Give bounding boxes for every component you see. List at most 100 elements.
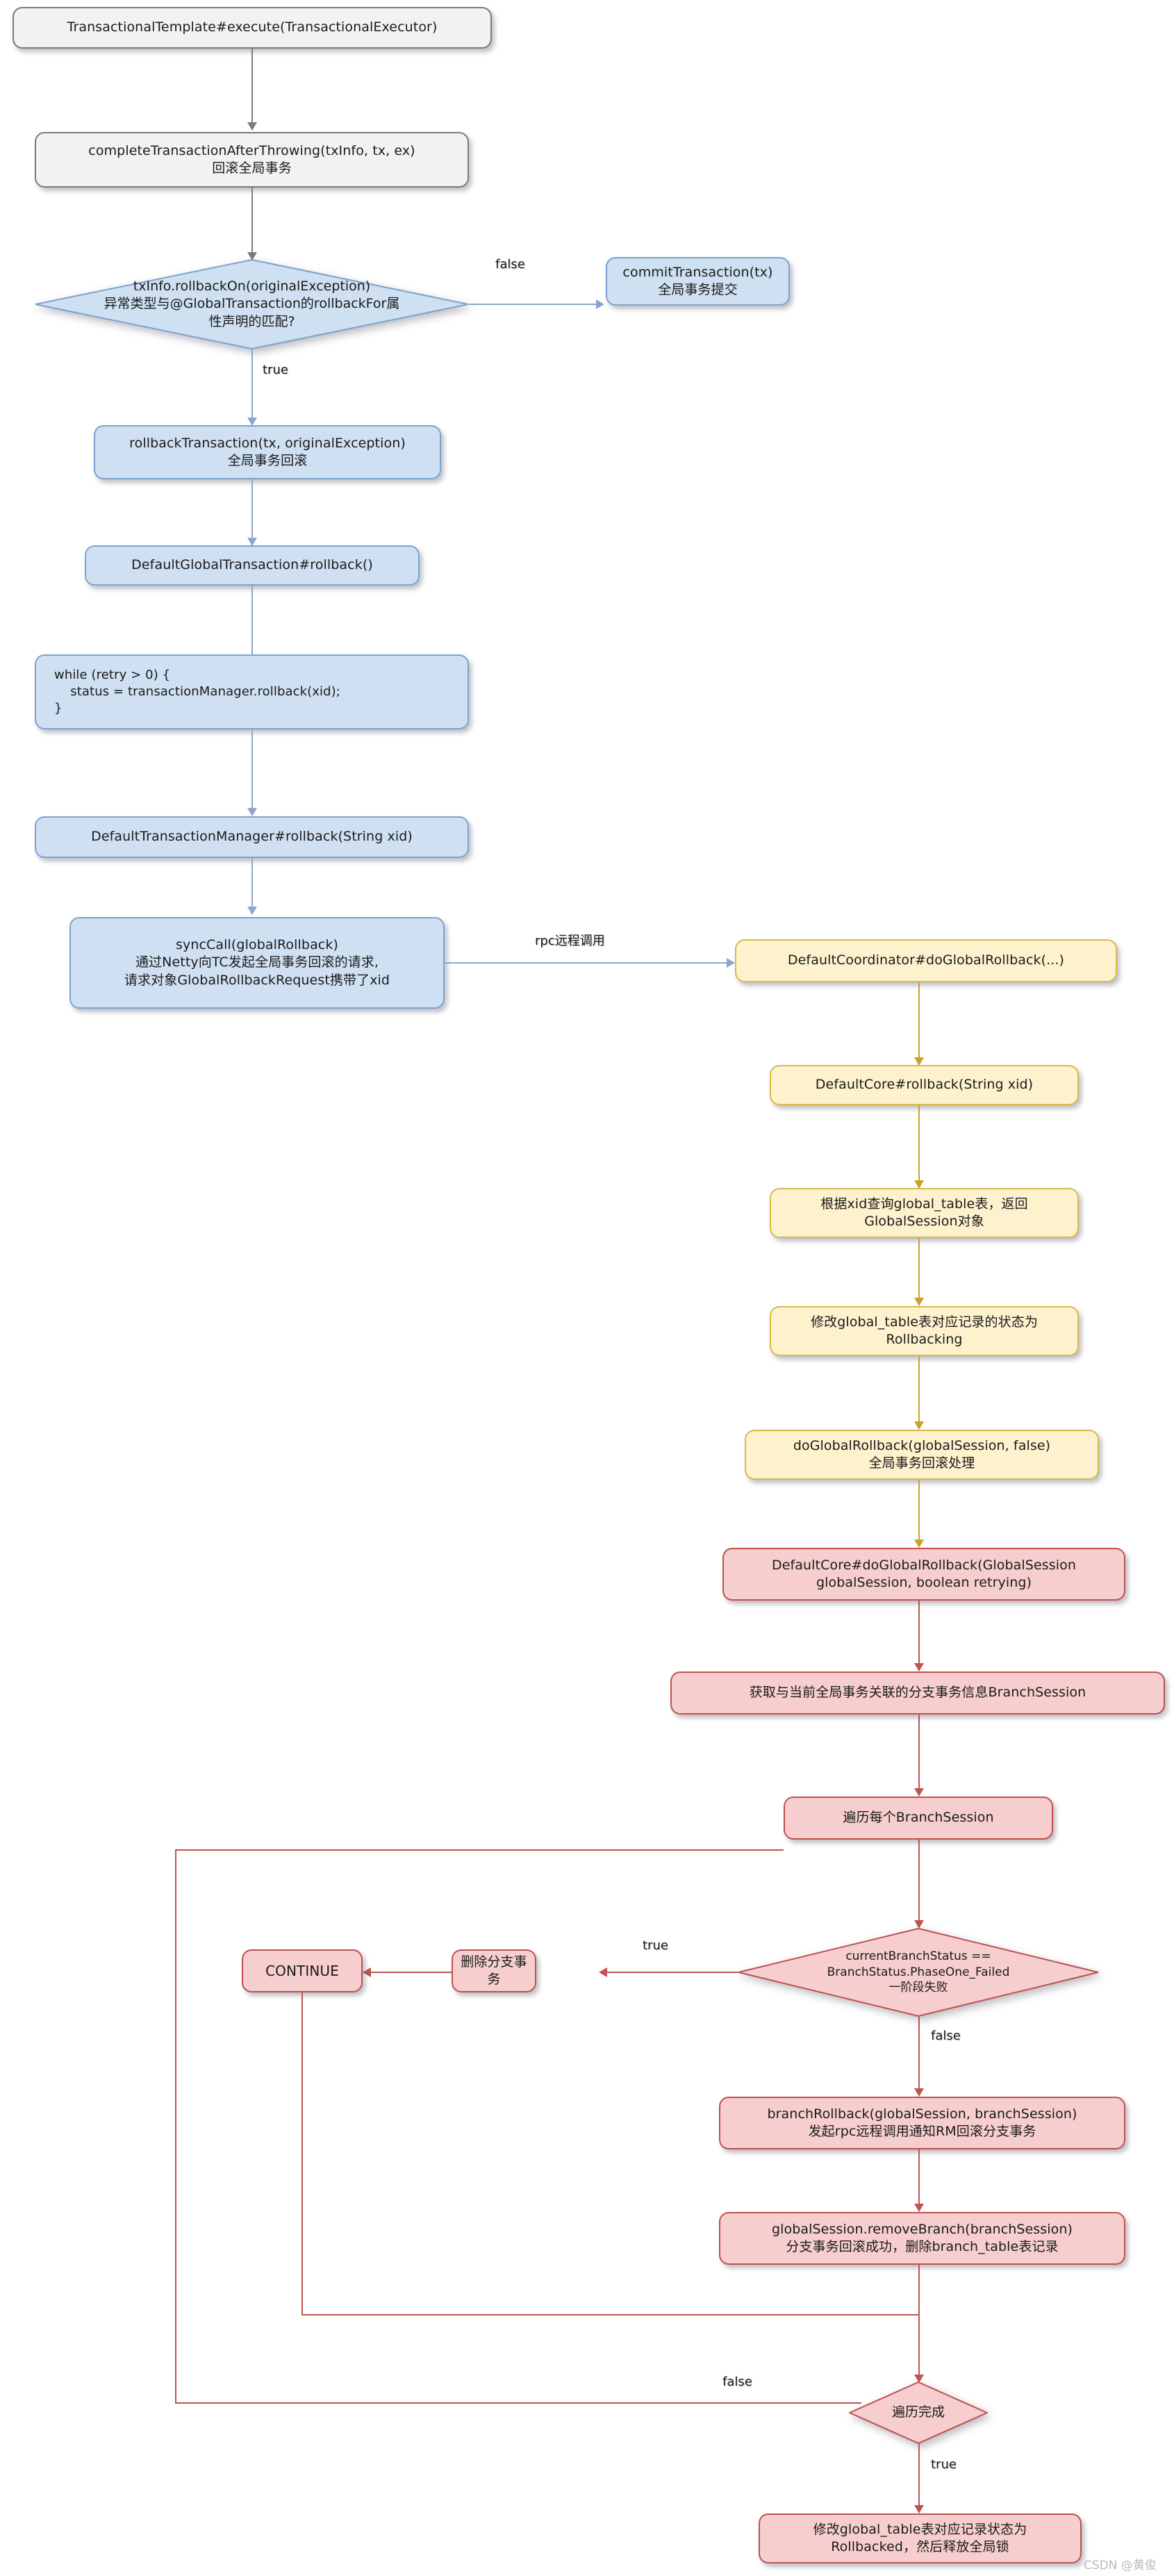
- connector-delete-branch-to-continue: [367, 1972, 452, 1973]
- node-query-global-table[interactable]: 根据xid查询global_table表，返回 GlobalSession对象: [770, 1188, 1079, 1238]
- node-label: completeTransactionAfterThrowing(txInfo,…: [88, 142, 415, 176]
- edge-label-branch-status-true: true: [643, 1938, 668, 1953]
- node-label: DefaultCoordinator#doGlobalRollback(...): [787, 952, 1065, 968]
- node-transactional-template[interactable]: TransactionalTemplate#execute(Transactio…: [13, 7, 492, 49]
- node-default-global-transaction-rollback[interactable]: DefaultGlobalTransaction#rollback(): [85, 545, 420, 586]
- arrow-head: [247, 252, 257, 261]
- diamond-shape: [35, 259, 469, 349]
- arrow-head: [247, 418, 257, 426]
- decision-label: currentBranchStatus == BranchStatus.Phas…: [827, 1949, 1010, 1995]
- node-label: 遍历每个BranchSession: [843, 1810, 994, 1826]
- arrow-head: [914, 1421, 924, 1430]
- node-continue[interactable]: CONTINUE: [242, 1949, 363, 1992]
- connector-while-to-dtm: [251, 729, 253, 809]
- node-label: rollbackTransaction(tx, originalExceptio…: [129, 435, 406, 468]
- arrow-head: [914, 1920, 924, 1929]
- connector-continue-right: [301, 2314, 918, 2315]
- decision-branch-status[interactable]: currentBranchStatus == BranchStatus.Phas…: [738, 1928, 1099, 2017]
- connector-coordinator-to-core-rollback: [918, 982, 920, 1059]
- arrow-head: [914, 1539, 924, 1548]
- connector-outer-loop-left: [175, 1849, 176, 2404]
- node-label: commitTransaction(tx) 全局事务提交: [622, 264, 773, 297]
- diamond-shape: [738, 1928, 1099, 2017]
- connector-outer-loop-bottom: [175, 2402, 861, 2404]
- node-label: doGlobalRollback(globalSession, false) 全…: [793, 1437, 1051, 1471]
- node-default-core-do-global-rollback[interactable]: DefaultCore#doGlobalRollback(GlobalSessi…: [722, 1548, 1125, 1601]
- arrow-head: [914, 2375, 924, 2383]
- connector-decision-true-to-rollback: [251, 349, 253, 419]
- connector-core-rollback-to-query: [918, 1105, 920, 1182]
- connector-outer-loop-top: [175, 1849, 784, 1851]
- node-label: DefaultGlobalTransaction#rollback(): [131, 557, 373, 573]
- node-label: 获取与当前全局事务关联的分支事务信息BranchSession: [749, 1685, 1086, 1701]
- node-label: syncCall(globalRollback) 通过Netty向TC发起全局事…: [124, 937, 390, 988]
- node-label: TransactionalTemplate#execute(Transactio…: [67, 19, 438, 35]
- node-delete-branch[interactable]: 删除分支事务: [452, 1949, 536, 1992]
- arrow-head: [914, 1057, 924, 1066]
- node-commit-transaction[interactable]: commitTransaction(tx) 全局事务提交: [606, 257, 790, 306]
- connector-continue-down: [301, 1992, 303, 2314]
- arrow-head: [914, 1663, 924, 1671]
- arrow-head: [914, 2204, 924, 2212]
- node-sync-call[interactable]: syncCall(globalRollback) 通过Netty向TC发起全局事…: [69, 917, 445, 1009]
- node-iterate-branch-session[interactable]: 遍历每个BranchSession: [784, 1797, 1053, 1840]
- arrow-head: [727, 958, 735, 968]
- edge-label-iteration-false: false: [722, 2375, 752, 2389]
- node-label: 修改global_table表对应记录状态为 Rollbacked，然后释放全局…: [813, 2521, 1027, 2554]
- connector-rollbacking-to-doglobalrollback: [918, 1356, 920, 1423]
- node-label: while (retry > 0) { status = transaction…: [54, 668, 340, 716]
- edge-label-branch-status-false: false: [931, 2029, 961, 2043]
- node-label: CONTINUE: [265, 1962, 339, 1979]
- connector-iterate-to-status-decision: [918, 1840, 920, 1922]
- connector-doglobalrollback-to-core: [918, 1480, 920, 1541]
- decision-rollback-on[interactable]: txInfo.rollbackOn(originalException) 异常类…: [35, 259, 469, 349]
- edge-label-true: true: [263, 363, 288, 377]
- connector-status-true-to-delete-branch: [603, 1972, 739, 1973]
- node-label: 修改global_table表对应记录的状态为 Rollbacking: [811, 1314, 1038, 1347]
- connector-iteration-true-down: [918, 2444, 920, 2507]
- connector-complete-to-decision: [251, 188, 253, 254]
- arrow-head: [914, 1788, 924, 1797]
- arrow-head: [596, 299, 604, 309]
- node-default-coordinator-do-global-rollback[interactable]: DefaultCoordinator#doGlobalRollback(...): [735, 939, 1117, 982]
- node-label: branchRollback(globalSession, branchSess…: [767, 2106, 1077, 2139]
- node-update-status-rollbacking[interactable]: 修改global_table表对应记录的状态为 Rollbacking: [770, 1306, 1079, 1356]
- node-default-core-rollback[interactable]: DefaultCore#rollback(String xid): [770, 1065, 1079, 1105]
- decision-label: 遍历完成: [891, 2404, 945, 2420]
- node-label: DefaultCore#doGlobalRollback(GlobalSessi…: [771, 1557, 1076, 1590]
- node-remove-branch[interactable]: globalSession.removeBranch(branchSession…: [719, 2212, 1125, 2265]
- edge-label-rpc-remote-call: rpc远程调用: [535, 934, 605, 948]
- connector-dgt-to-while: [251, 586, 253, 662]
- arrow-head: [363, 1967, 371, 1977]
- connector-core-to-get-branch: [918, 1601, 920, 1665]
- connector-removebranch-to-iteration-decision: [918, 2265, 920, 2376]
- arrow-head: [914, 1298, 924, 1306]
- connector-status-false-down: [918, 2017, 920, 2090]
- node-while-retry-loop[interactable]: while (retry > 0) { status = transaction…: [35, 654, 469, 729]
- node-default-transaction-manager-rollback[interactable]: DefaultTransactionManager#rollback(Strin…: [35, 816, 469, 858]
- diamond-shape: [849, 2381, 988, 2444]
- arrow-head: [599, 1967, 607, 1977]
- decision-iteration-complete[interactable]: 遍历完成: [849, 2381, 988, 2444]
- watermark: CSDN @黄俊: [1084, 2559, 1157, 2573]
- connector-branchrollback-to-removebranch: [918, 2149, 920, 2205]
- connector-decision-false-to-commit: [469, 304, 597, 305]
- connector-template-to-complete: [251, 49, 253, 124]
- connector-dtm-to-synccall: [251, 858, 253, 908]
- node-label: DefaultCore#rollback(String xid): [815, 1077, 1034, 1093]
- connector-query-to-update-rollbacking: [918, 1238, 920, 1299]
- edge-label-false: false: [495, 257, 525, 272]
- node-update-status-rollbacked[interactable]: 修改global_table表对应记录状态为 Rollbacked，然后释放全局…: [759, 2513, 1082, 2563]
- node-rollback-transaction[interactable]: rollbackTransaction(tx, originalExceptio…: [94, 425, 441, 479]
- node-branch-rollback[interactable]: branchRollback(globalSession, branchSess…: [719, 2097, 1125, 2149]
- decision-label: txInfo.rollbackOn(originalException) 异常类…: [104, 279, 400, 329]
- node-label: DefaultTransactionManager#rollback(Strin…: [91, 829, 413, 845]
- arrow-head: [247, 808, 257, 816]
- node-get-branch-sessions[interactable]: 获取与当前全局事务关联的分支事务信息BranchSession: [670, 1671, 1165, 1715]
- connector-synccall-to-coordinator: [445, 962, 728, 964]
- arrow-head: [247, 907, 257, 915]
- node-complete-transaction-after-throwing[interactable]: completeTransactionAfterThrowing(txInfo,…: [35, 132, 469, 188]
- arrow-head: [914, 2505, 924, 2513]
- node-do-global-rollback-call[interactable]: doGlobalRollback(globalSession, false) 全…: [745, 1430, 1099, 1480]
